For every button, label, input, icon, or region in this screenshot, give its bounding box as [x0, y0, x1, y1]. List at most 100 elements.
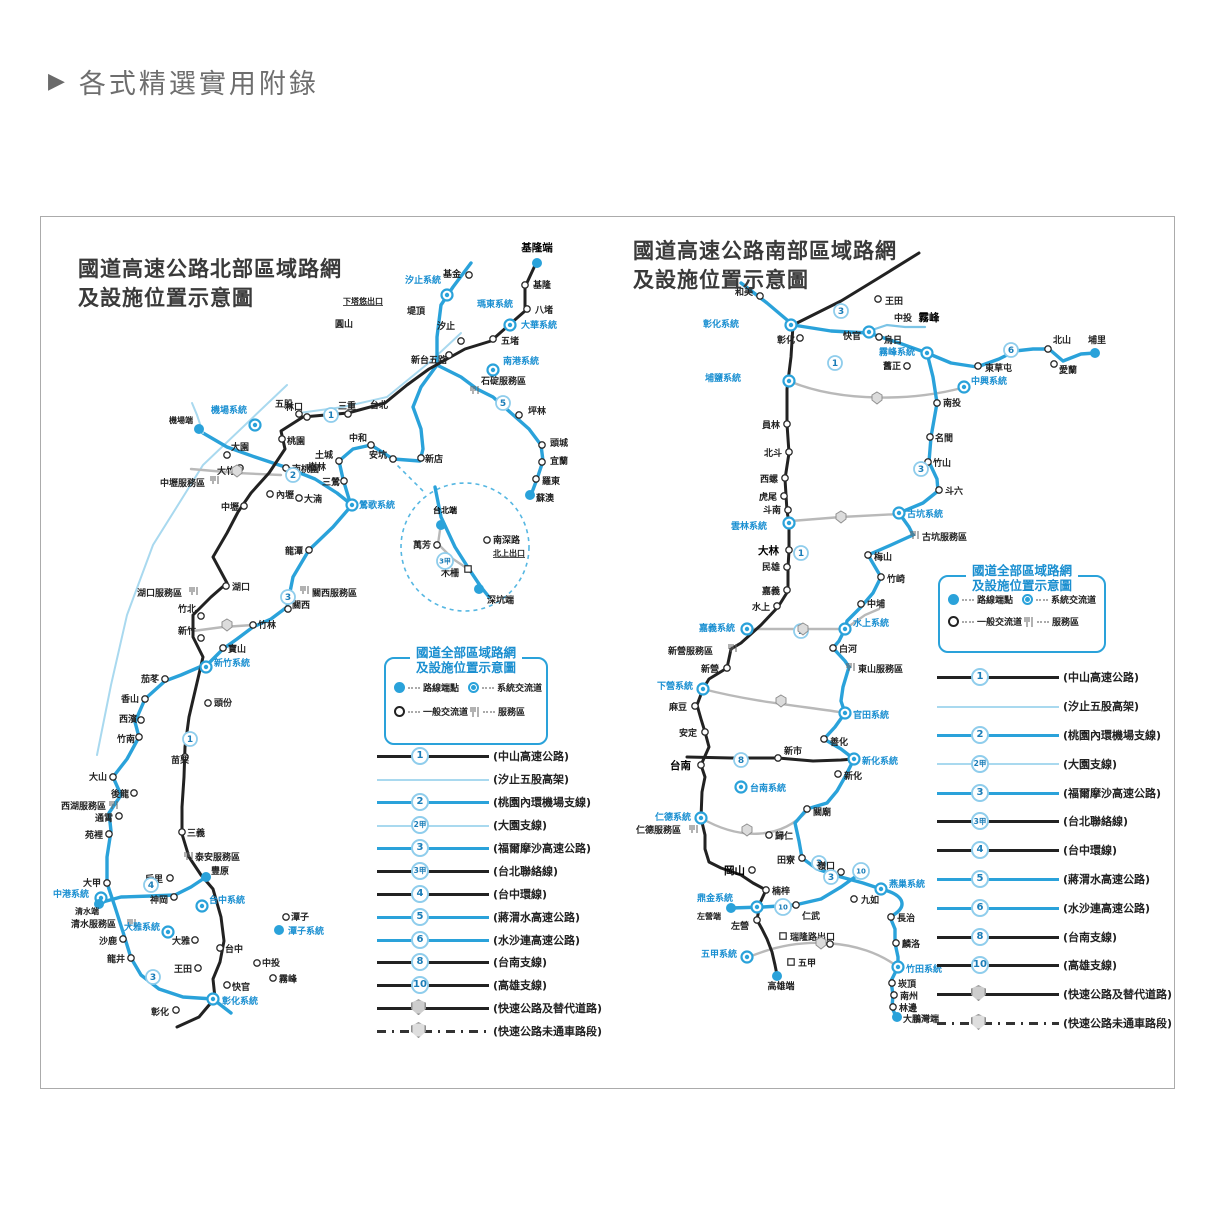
endpoint-marker	[201, 872, 211, 882]
legend-item-system-interchange: 系統交流道	[468, 681, 542, 694]
legend-box-north: 國道全部區域路網 及設施位置示意圖 路線端點 系統交流道 一般交流道 服務區	[384, 645, 548, 745]
route-number-badge	[733, 752, 749, 768]
route-line-sample	[937, 1013, 1059, 1032]
route-number-badge: 5	[971, 869, 989, 888]
map-label: 西螺	[760, 473, 778, 485]
legend-title: 國道全部區域路網 及設施位置示意圖	[386, 645, 546, 675]
map-label: 楠梓	[772, 885, 790, 897]
map-label: 民雄	[762, 561, 780, 573]
map-label: 大湳	[304, 493, 322, 505]
highway-network-map: 基隆端基隆八堵大華系統五堵基金汐止系統瑪東系統汐止新台五路南港系統石碇服務區下塔…	[53, 241, 1106, 1029]
endpoint-marker	[436, 520, 446, 530]
route-line-sample: 6	[937, 898, 1059, 917]
interchange-marker	[532, 475, 540, 483]
interchange-marker	[701, 728, 709, 736]
route-number-badge	[793, 545, 809, 561]
route-line-sample: 2	[377, 793, 489, 812]
route-list-item: 5 (蔣渭水高速公路)	[937, 865, 1172, 894]
map-label: 大竹	[217, 465, 235, 477]
map-label: 通霄	[95, 812, 113, 824]
interchange-marker	[820, 735, 828, 743]
interchange-marker	[753, 916, 761, 924]
interchange-marker	[887, 913, 895, 921]
map-label: 新化	[844, 770, 862, 782]
map-label: 竹崎	[886, 573, 905, 585]
page-header: ▶ 各式精選實用附錄	[48, 62, 319, 101]
map-label: 湖口服務區	[137, 587, 182, 599]
interchange-marker	[974, 362, 982, 370]
route-name: (台南支線)	[493, 956, 548, 970]
map-label: 台南	[670, 759, 691, 772]
route-number: 2	[290, 471, 296, 481]
route-number: 10	[856, 868, 866, 876]
map-label: 安定	[679, 727, 698, 739]
system-interchange-icon	[1022, 594, 1034, 605]
map-label: 三鶯	[322, 476, 340, 488]
interchange-marker	[521, 281, 529, 289]
map-label: 斗南	[763, 504, 781, 516]
route-line-sample: 8	[937, 927, 1059, 946]
map-label: 沙鹿	[99, 935, 117, 947]
expressway-shield-icon	[797, 622, 809, 636]
map-label: 新市	[784, 745, 802, 757]
route-number-badge: 3甲	[971, 812, 989, 831]
route-name: (水沙連高速公路)	[493, 933, 581, 947]
route-number-badge	[436, 552, 454, 570]
north-map-title: 國道高速公路北部區域路網 及設施位置示意圖	[78, 257, 342, 310]
route-list-item: 2甲 (大園支線)	[937, 749, 1172, 778]
route-number-badge	[495, 395, 511, 411]
map-label: 五堵	[501, 335, 519, 347]
route-number-badge	[182, 731, 198, 747]
map-label: 大雅系統	[124, 921, 160, 933]
expressway-shield-icon	[741, 823, 753, 837]
map-label: 竹北	[177, 603, 196, 615]
route-name: (大園支線)	[493, 819, 548, 833]
route-name: (蔣渭水高速公路)	[1063, 872, 1151, 886]
map-label: 大雅	[172, 935, 190, 947]
route-line-sample: 3甲	[937, 812, 1059, 831]
map-label: 蘇澳	[535, 492, 555, 504]
system-interchange-icon	[468, 682, 480, 693]
interchange-marker	[874, 295, 882, 303]
map-label: 苗栗	[171, 754, 189, 766]
interchange-marker	[178, 828, 186, 836]
route-number-badge	[774, 898, 792, 916]
interchange-marker	[141, 695, 149, 703]
route-number: 8	[738, 756, 744, 766]
map-label: 大甲	[83, 877, 101, 889]
interchange-marker	[783, 563, 791, 571]
route-number: 1	[832, 359, 838, 369]
interchange-marker	[892, 939, 900, 947]
route-line-sample	[937, 697, 1059, 715]
expressway-shield-icon	[221, 618, 233, 632]
map-label: 愛蘭	[1059, 364, 1077, 376]
route-list-item: 6 (水沙連高速公路)	[377, 928, 602, 951]
route-name: (水沙連高速公路)	[1063, 901, 1151, 915]
route-line-sample: 1	[377, 747, 489, 766]
legend-item-general-interchange: 一般交流道	[948, 615, 1022, 628]
map-label: 崁頂	[898, 978, 917, 990]
interchange-marker	[780, 492, 788, 500]
interchange-marker	[465, 271, 473, 279]
route-name: (大園支線)	[1063, 757, 1118, 771]
route-name: (中山高速公路)	[493, 750, 570, 764]
legend-item-endpoint: 路線端點	[948, 593, 1022, 606]
interchange-marker	[803, 805, 811, 813]
map-label: 新竹	[178, 625, 196, 637]
map-label: 基隆端	[520, 241, 553, 254]
interchange-marker	[765, 831, 773, 839]
expressway-shield-icon	[815, 936, 827, 950]
map-label: 豐原	[211, 865, 229, 877]
interchange-marker	[796, 334, 804, 342]
route-number-badge	[833, 303, 849, 319]
route-number-badge: 5	[411, 907, 429, 926]
route-name: (快速公路及替代道路)	[1063, 988, 1173, 1002]
map-label: 鼎金系統	[697, 892, 733, 904]
map-label: 深坑端	[487, 594, 514, 606]
route-list-item: 5 (蔣渭水高速公路)	[377, 905, 602, 928]
map-label: 機場端	[169, 415, 193, 425]
route-list-item: 8 (台南支線)	[937, 922, 1172, 951]
route-endpoint-icon	[948, 594, 959, 605]
map-label: 彰化系統	[703, 318, 739, 330]
map-label: 西湖服務區	[61, 800, 106, 812]
